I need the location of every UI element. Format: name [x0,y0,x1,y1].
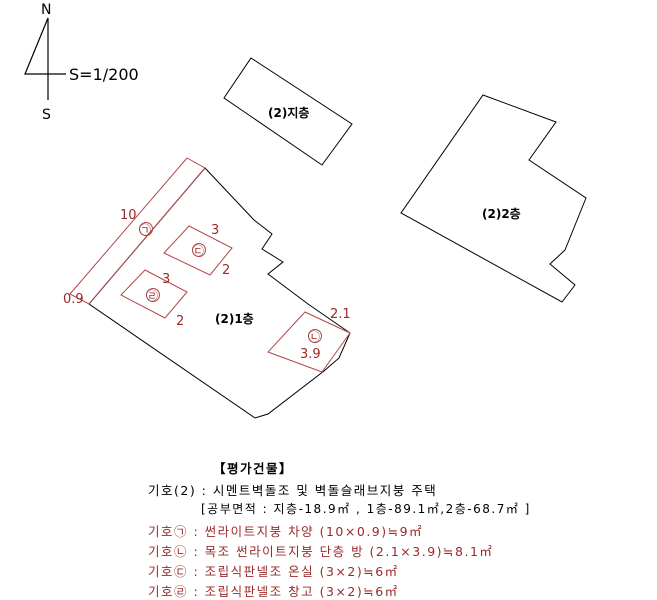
building-2f-label: (2)2층 [482,206,521,221]
annex-greenhouse-outline [163,225,233,276]
annex-room-symbol: ㉡ [308,330,320,344]
north-label: N [41,2,51,18]
annex-greenhouse-dim-b: 2 [222,263,230,278]
annex-storage-dim-b: 2 [176,314,184,329]
annex-room-symbol-icon [308,329,322,343]
annex-storage-symbol-icon [146,288,160,302]
annex-awning-dim-length: 10 [120,208,137,223]
annex-storage-outline [120,269,188,319]
scale-label: S=1/200 [69,65,139,84]
building-1f-outline [88,167,351,419]
annex-greenhouse-symbol-icon [192,243,206,257]
south-label: S [42,107,51,123]
annex-storage-symbol: ㉣ [146,289,158,303]
annex-greenhouse-symbol: ㉢ [192,244,204,258]
building-basement-outline [223,57,353,166]
annex-awning-symbol-icon [139,222,153,236]
annex-awning-dim-width: 0.9 [63,292,84,307]
north-arrow-icon [24,17,66,100]
building-1f-label: (2)1층 [215,311,254,326]
annex-room-dim-a: 2.1 [330,307,351,322]
building-2f-outline [400,94,587,303]
annex-greenhouse-dim-a: 3 [211,223,219,238]
annex-room-dim-b: 3.9 [300,347,321,362]
annex-storage-dim-a: 3 [162,272,170,287]
annex-room-outline [267,311,351,373]
annex-awning-outline [69,157,206,305]
annex-awning-symbol: ㉠ [139,223,151,237]
building-basement-label: (2)지층 [268,105,309,120]
